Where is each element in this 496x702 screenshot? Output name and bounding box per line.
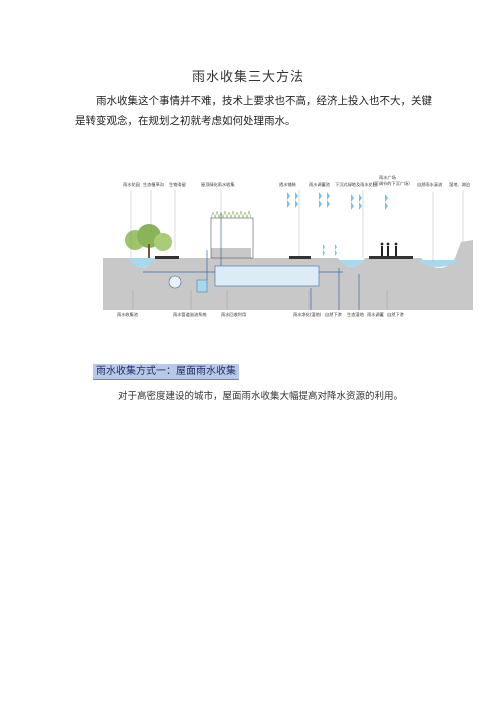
rain-arrows	[287, 192, 388, 256]
label-collection-pool: 雨水收集池	[117, 311, 139, 318]
label-green-roof: 屋顶绿化雨水收集	[201, 181, 235, 188]
label-purification: 雨水净化(湿地)	[293, 311, 322, 318]
storage-pond-water	[339, 260, 365, 267]
small-tank	[196, 279, 208, 293]
label-sunken-plaza: (可调节的下沉广场)	[373, 180, 410, 187]
roof-grass	[210, 210, 252, 219]
label-detention: 雨水调蓄	[367, 311, 384, 318]
underground-tank	[214, 265, 320, 287]
intro-paragraph: 雨水收集这个事情并不难，技术上要求也不高，经济上投入也不大，关键是转变观念，在规…	[75, 95, 432, 127]
label-natural-stream: 自然雨水溪流	[417, 181, 443, 188]
tree-cluster	[125, 224, 172, 258]
section-heading: 雨水收集方式一：屋面雨水收集	[93, 364, 239, 380]
page-title: 雨水收集三大方法	[191, 70, 304, 85]
green-roof-building	[210, 217, 254, 259]
lake-water	[417, 260, 459, 267]
label-overflow-system: 雨水管道溢流系统	[173, 311, 207, 318]
pipe-network	[143, 214, 360, 310]
rainwater-diagram: 雨水花园 生态植草沟 生物滞留 屋顶绿化雨水收集 透水铺装 雨水调蓄池 下沉式绿…	[103, 174, 473, 318]
section-paragraph: 对于高密度建设的城市，屋面雨水收集大幅提高对降水资源的利用。	[118, 391, 404, 402]
label-infiltration-2: 自然下渗	[387, 311, 405, 318]
label-storage-tank: 雨水调蓄池	[309, 181, 331, 188]
people	[380, 242, 398, 256]
label-permeable-paving: 透水铺装	[279, 181, 297, 188]
pipe-round	[168, 275, 182, 289]
label-rain-plaza: 雨水广场	[379, 174, 396, 181]
label-bioswale: 生态植草沟	[143, 181, 164, 188]
rain-garden-water	[129, 258, 155, 268]
permeable-paving-1	[155, 256, 179, 259]
permeable-paving-2	[289, 256, 311, 259]
label-eco-wetland: 生态湿地	[347, 311, 365, 318]
plaza-paving	[369, 256, 413, 259]
label-rain-garden: 雨水花园	[123, 181, 140, 188]
label-wetland-lake: 湿地、湖泊	[449, 181, 470, 188]
label-bioretention: 生物滞留	[169, 181, 186, 188]
label-sunken-green: 下沉式绿地及雨水花园	[335, 181, 377, 188]
label-infiltration-1: 自然下渗	[325, 311, 343, 318]
label-reuse: 雨水回收利用	[221, 311, 246, 318]
